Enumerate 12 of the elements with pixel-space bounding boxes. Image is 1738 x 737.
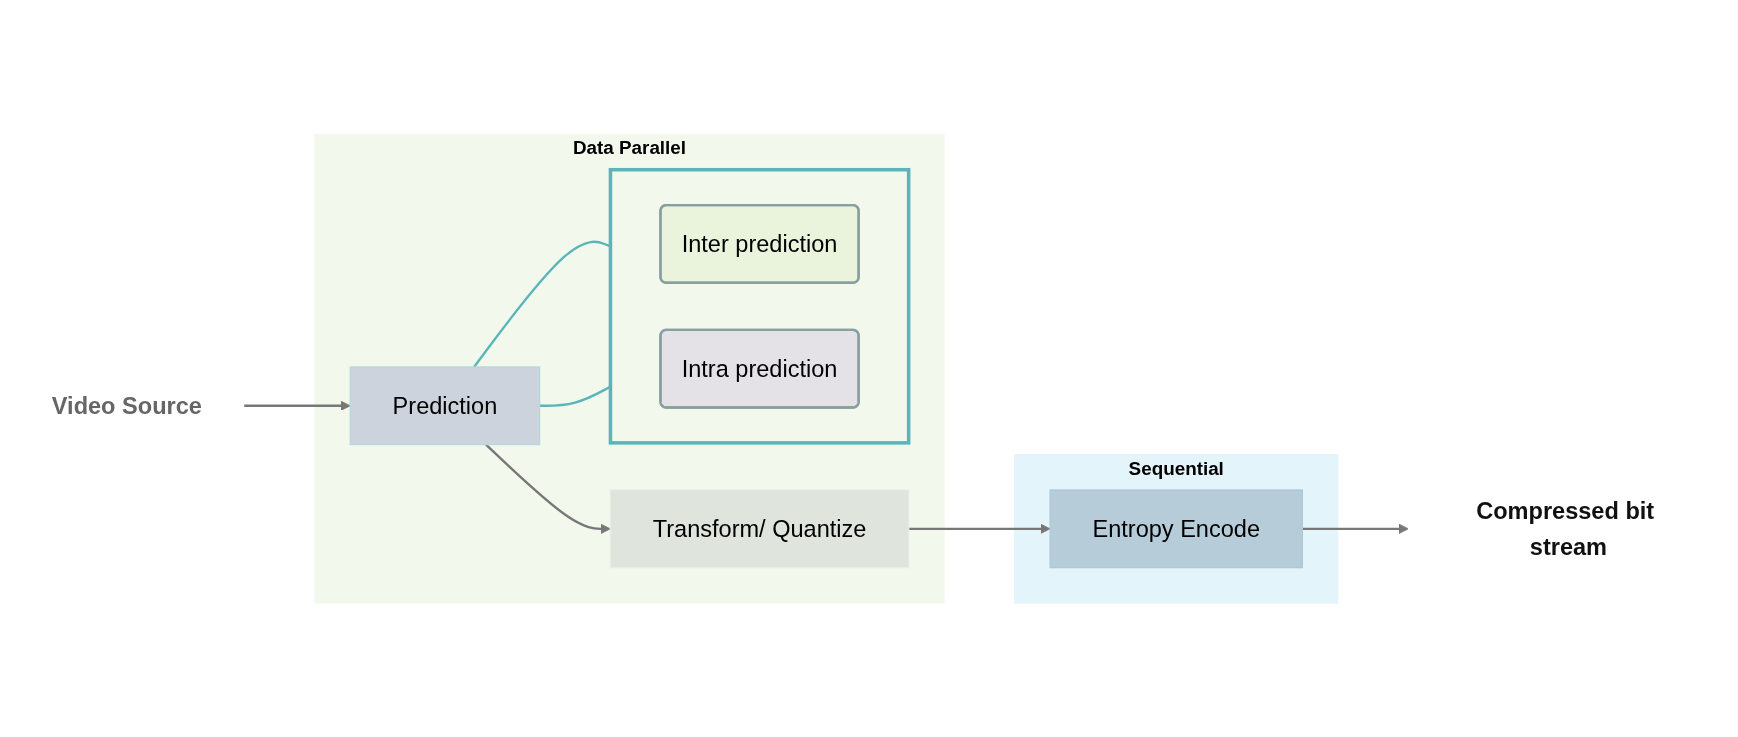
node-box: Prediction	[349, 366, 541, 445]
arrow	[244, 400, 351, 411]
arrow	[908, 523, 1051, 534]
node-box: Transform/ Quantize	[609, 489, 910, 569]
connector	[539, 385, 611, 407]
cluster	[608, 167, 911, 445]
node-text: Video Source	[51, 392, 202, 419]
connector	[473, 240, 611, 368]
node-box: Entropy Encode	[1049, 489, 1303, 569]
node-text: Compressed bit stream	[1476, 497, 1655, 560]
arrow	[485, 443, 611, 534]
arrow	[1302, 523, 1409, 534]
